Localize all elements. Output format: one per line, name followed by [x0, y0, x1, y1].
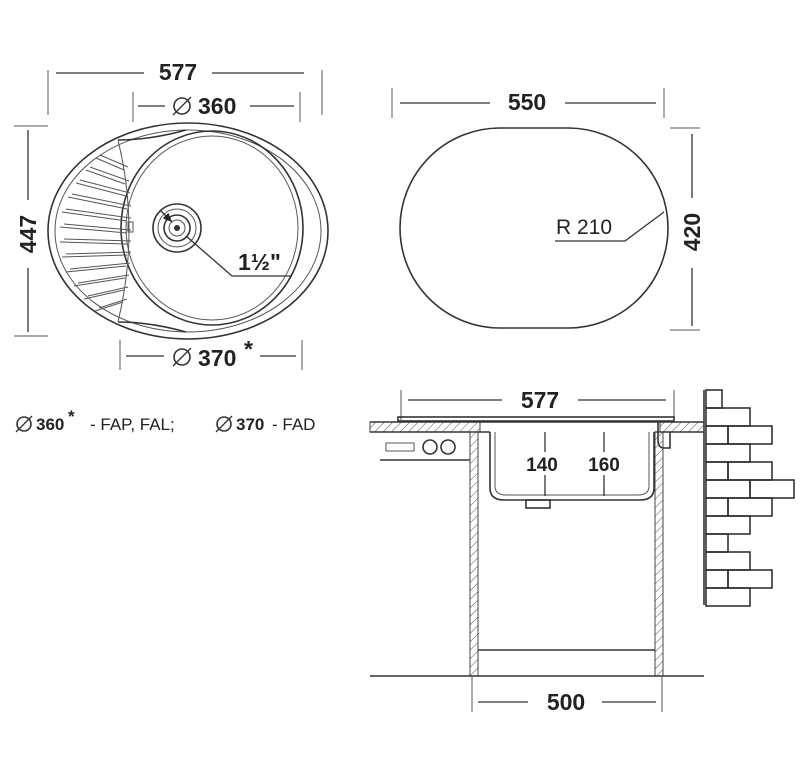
depth-1-label: 140: [526, 455, 558, 476]
sink-outline-shape: [399, 127, 669, 329]
dim-overall-width: 577: [47, 59, 323, 115]
cabinet-width-label: 500: [547, 689, 585, 715]
dim-section-width: 577: [400, 387, 675, 420]
drain-size-label: 1½": [238, 249, 281, 275]
overflow-slot: [127, 221, 134, 233]
bowl-diameter-top-label: 360: [198, 93, 236, 119]
drainboard: [59, 129, 187, 333]
diameter-icon: [215, 415, 233, 433]
bowl: [120, 130, 304, 326]
dim-cabinet-width: 500: [471, 676, 663, 715]
note-b-models: - FAD: [272, 415, 315, 434]
bowl-section: [489, 432, 655, 509]
note-b-value: 370: [236, 415, 264, 434]
outline-width-label: 550: [508, 89, 546, 115]
dim-overall-height: 447: [14, 125, 48, 337]
brick-wall: [703, 389, 795, 607]
overall-width-label: 577: [159, 59, 197, 85]
drain-strainer-icon: [152, 203, 292, 277]
dim-bowl-diameter-top: 360: [132, 92, 301, 122]
drain-outlet: [525, 499, 551, 509]
radius-leader: [555, 211, 665, 242]
outline-view: 550 420 R 210: [391, 88, 705, 331]
drainboard-ribs: [59, 154, 132, 312]
diameter-icon: [172, 96, 192, 116]
hob-burner-icon: [380, 439, 470, 461]
top-view: 577 360 447: [14, 59, 329, 371]
note-a-models: - FAP, FAL;: [90, 415, 175, 434]
cabinet: [370, 431, 704, 677]
outline-height-label: 420: [679, 213, 705, 251]
note-a-star: *: [68, 407, 75, 426]
dim-outline-width: 550: [391, 88, 665, 118]
bowl-diameter-bottom-asterisk: *: [244, 336, 253, 362]
dim-depths: 140 160: [526, 432, 620, 496]
diameter-icon: [172, 347, 192, 367]
note-a-value: 360: [36, 415, 64, 434]
overall-height-label: 447: [15, 215, 41, 253]
diameter-icon: [15, 415, 33, 433]
model-note: 360 * - FAP, FAL; 370 - FAD: [15, 407, 315, 434]
section-view: 577 140: [369, 387, 795, 715]
depth-2-label: 160: [588, 455, 620, 476]
outline-radius-label: R 210: [556, 216, 612, 239]
dim-bowl-diameter-bottom: 370 *: [119, 336, 303, 371]
dim-outline-height: 420: [670, 127, 705, 331]
bowl-diameter-bottom-label: 370: [198, 345, 236, 371]
sink-top-outline: [47, 122, 329, 340]
section-width-label: 577: [521, 387, 559, 413]
countertop: [369, 416, 705, 433]
